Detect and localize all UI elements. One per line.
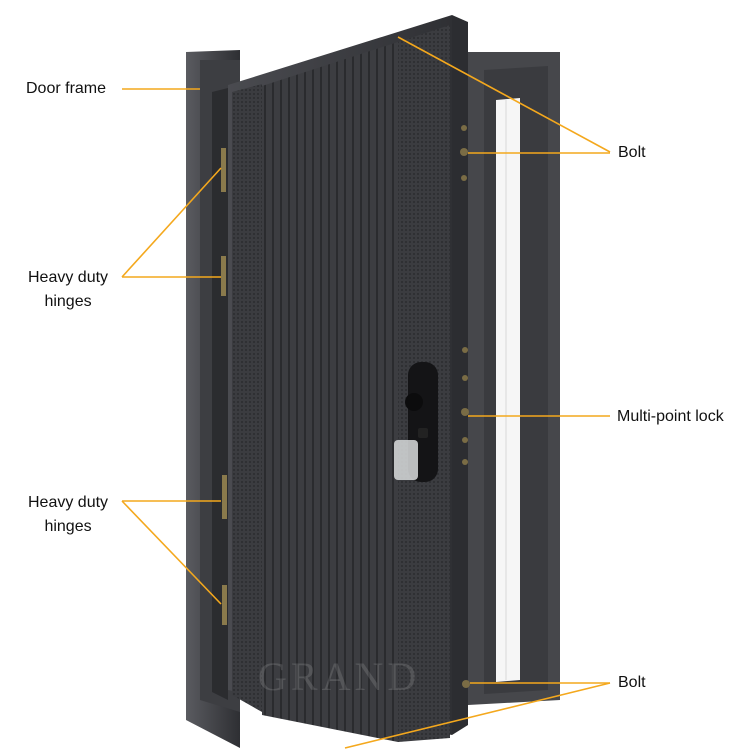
leader-hinges-1a <box>121 167 222 278</box>
hinges-label-1: Heavy duty hinges <box>28 266 108 314</box>
bolt-bottom <box>462 680 470 688</box>
leader-hinges-2b <box>121 500 222 605</box>
door-frame <box>186 50 560 748</box>
key-tag-icon <box>394 440 418 480</box>
hinges-label-1-line1: Heavy duty <box>28 269 109 286</box>
bolt-bottom-label: Bolt <box>618 674 646 691</box>
leader-lines <box>121 36 611 749</box>
hinge-4 <box>222 585 227 625</box>
hinges-label-2-line1: Heavy duty <box>28 494 109 511</box>
door-leaf <box>212 15 468 742</box>
leader-bolt-top-a <box>397 36 611 153</box>
leader-bolt-bottom-b <box>344 682 611 749</box>
hinge-1 <box>221 148 226 192</box>
hinges <box>221 148 227 625</box>
hinges-label-1-line2: hinges <box>44 293 92 310</box>
bolt-top <box>460 148 468 156</box>
lock-knob-icon <box>405 393 423 411</box>
door-frame-label: Door frame <box>26 80 107 97</box>
hinges-label-2: Heavy duty hinges <box>28 491 108 539</box>
hinge-2 <box>221 256 226 296</box>
watermark: GRAND <box>258 654 420 699</box>
bolt-top-label: Bolt <box>618 144 646 161</box>
multipoint-lock-label: Multi-point lock <box>617 408 724 425</box>
hinge-3 <box>222 475 227 519</box>
edge-bolts <box>460 125 470 688</box>
hinges-label-2-line2: hinges <box>44 518 92 535</box>
smart-lock <box>394 362 438 482</box>
